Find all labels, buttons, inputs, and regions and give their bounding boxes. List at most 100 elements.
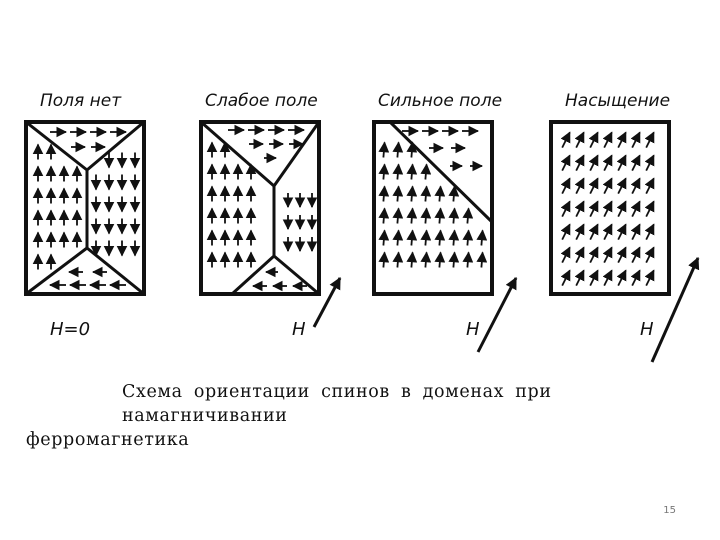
spin-arrow bbox=[420, 229, 432, 246]
spin-arrow bbox=[462, 251, 474, 268]
field-label-strong-field: H bbox=[466, 319, 480, 340]
spin-arrow bbox=[574, 223, 585, 241]
spin-arrow bbox=[434, 207, 446, 224]
spin-arrow bbox=[378, 207, 390, 224]
spin-arrow bbox=[448, 229, 460, 246]
spin-arrow bbox=[420, 251, 432, 268]
field-label-weak-field: H bbox=[292, 319, 306, 340]
spin-arrow bbox=[378, 185, 390, 202]
spin-arrow bbox=[392, 229, 404, 246]
spin-arrow bbox=[462, 207, 474, 224]
domain-arrows-group bbox=[560, 131, 655, 287]
spin-arrow bbox=[644, 177, 655, 195]
spin-arrow bbox=[602, 246, 613, 264]
spin-arrow bbox=[434, 251, 446, 268]
spin-arrow bbox=[574, 177, 585, 195]
spin-arrow bbox=[406, 251, 418, 268]
spin-arrow bbox=[560, 246, 571, 264]
domain-panel-weak-field bbox=[199, 120, 321, 296]
spin-arrow bbox=[448, 185, 460, 202]
panel-title-weak-field: Слабое поле bbox=[205, 91, 318, 111]
spin-arrow bbox=[616, 131, 627, 149]
spin-arrow bbox=[560, 223, 571, 241]
domain-panel-saturation bbox=[549, 120, 671, 296]
spin-arrow bbox=[602, 269, 613, 287]
spin-arrow bbox=[644, 246, 655, 264]
panel-title-no-field: Поля нет bbox=[40, 91, 122, 111]
spin-arrow bbox=[588, 177, 599, 195]
domain-arrows-group bbox=[32, 126, 141, 291]
figure-caption: Схема ориентации спинов в доменах при на… bbox=[26, 380, 706, 452]
spin-arrow bbox=[630, 223, 641, 241]
spin-arrow bbox=[574, 269, 585, 287]
spin-arrow bbox=[588, 200, 599, 218]
spin-arrow bbox=[588, 131, 599, 149]
field-vector-strong bbox=[476, 276, 518, 353]
spin-arrow bbox=[602, 154, 613, 172]
domain-arrows-group bbox=[378, 125, 488, 268]
spin-arrow bbox=[574, 154, 585, 172]
domain-panel-strong-field bbox=[372, 120, 494, 296]
spin-arrow bbox=[630, 154, 641, 172]
spin-arrow bbox=[602, 223, 613, 241]
spin-arrow bbox=[588, 246, 599, 264]
domain-arrows-group bbox=[206, 124, 318, 292]
panel-title-saturation: Насыщение bbox=[565, 91, 670, 111]
spin-arrow bbox=[630, 131, 641, 149]
spin-arrow bbox=[560, 269, 571, 287]
spin-arrow bbox=[560, 154, 571, 172]
page-number: 15 bbox=[663, 505, 676, 516]
caption-line-2: ферромагнетика bbox=[26, 430, 190, 450]
spin-arrow bbox=[644, 223, 655, 241]
spin-arrow bbox=[434, 229, 446, 246]
field-vector-saturation bbox=[650, 256, 700, 363]
spin-arrow bbox=[392, 185, 404, 202]
spin-arrow bbox=[406, 207, 418, 224]
spin-arrow bbox=[406, 185, 418, 202]
spin-arrow bbox=[448, 251, 460, 268]
caption-line-1: Схема ориентации спинов в доменах при на… bbox=[122, 382, 552, 426]
spin-arrow bbox=[630, 246, 641, 264]
panel-title-strong-field: Сильное поле bbox=[378, 91, 502, 111]
spin-arrow bbox=[392, 207, 404, 224]
spin-arrow bbox=[560, 131, 571, 149]
field-vector-weak bbox=[312, 276, 342, 328]
spin-arrow bbox=[630, 269, 641, 287]
spin-arrow bbox=[630, 177, 641, 195]
spin-arrow bbox=[420, 207, 432, 224]
spin-arrow bbox=[378, 251, 390, 268]
spin-arrow bbox=[644, 154, 655, 172]
spin-arrow bbox=[588, 269, 599, 287]
spin-arrow bbox=[378, 229, 390, 246]
spin-arrow bbox=[574, 131, 585, 149]
spin-arrow bbox=[406, 163, 418, 180]
spin-arrow bbox=[616, 269, 627, 287]
domain-panel-no-field bbox=[24, 120, 146, 296]
field-label-no-field: H=0 bbox=[50, 319, 90, 340]
spin-arrow bbox=[616, 246, 627, 264]
spin-arrow bbox=[560, 200, 571, 218]
field-label-saturation: H bbox=[640, 319, 654, 340]
spin-arrow bbox=[378, 163, 390, 180]
spin-arrow bbox=[448, 207, 460, 224]
spin-arrow bbox=[392, 163, 404, 180]
spin-arrow bbox=[644, 200, 655, 218]
spin-arrow bbox=[630, 200, 641, 218]
spin-arrow bbox=[616, 154, 627, 172]
spin-arrow bbox=[392, 251, 404, 268]
spin-arrow bbox=[420, 163, 432, 180]
spin-arrow bbox=[588, 223, 599, 241]
spin-arrow bbox=[406, 229, 418, 246]
spin-arrow bbox=[616, 223, 627, 241]
spin-arrow bbox=[476, 251, 488, 268]
spin-arrow bbox=[616, 177, 627, 195]
spin-arrow bbox=[476, 229, 488, 246]
spin-arrow bbox=[434, 185, 446, 202]
spin-arrow bbox=[644, 131, 655, 149]
spin-arrow bbox=[644, 269, 655, 287]
spin-arrow bbox=[574, 246, 585, 264]
spin-arrow bbox=[574, 200, 585, 218]
spin-arrow bbox=[616, 200, 627, 218]
spin-arrow bbox=[406, 141, 418, 158]
